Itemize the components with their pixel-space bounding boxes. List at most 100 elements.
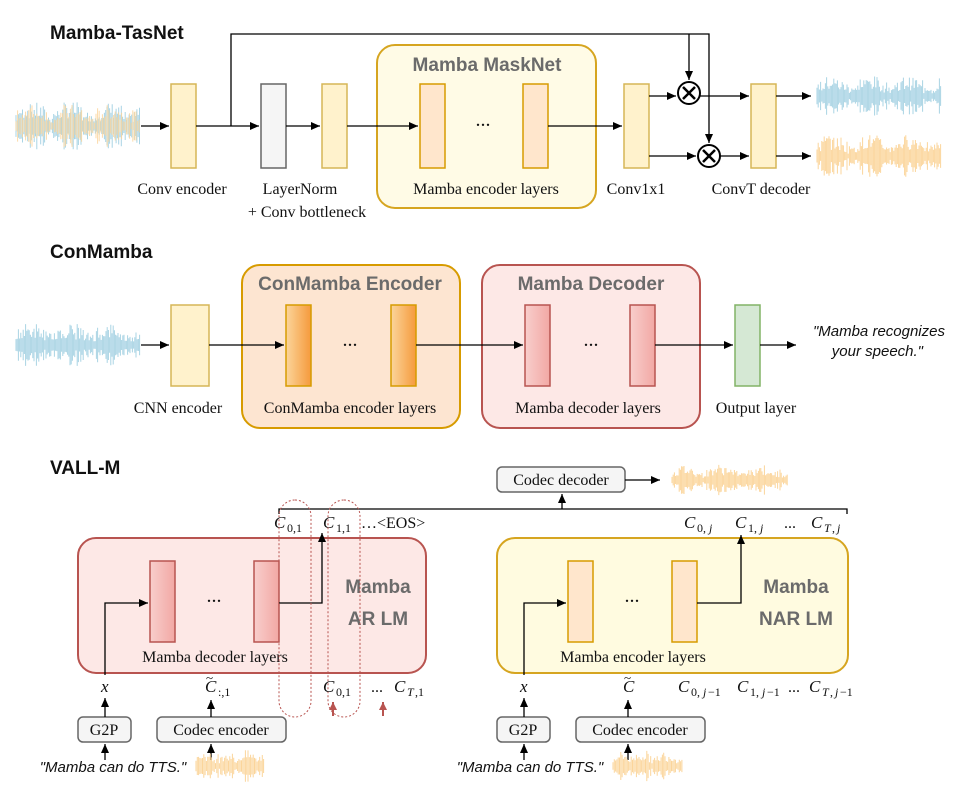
label-output-layer: Output layer	[716, 400, 797, 417]
ar-lm-title-line1: Mamba	[345, 577, 411, 598]
codec-encoder-box-ar	[156, 716, 287, 743]
conv-encoder-block	[170, 83, 197, 169]
convt-decoder-block	[750, 83, 777, 169]
masknet-title: Mamba MaskNet	[413, 55, 563, 76]
ar-loop-c11	[327, 499, 361, 718]
label-layernorm: LayerNorm	[263, 181, 338, 198]
nar-input-x: x	[519, 677, 528, 696]
ar-ellipsis: ...	[207, 585, 222, 607]
svg-text:C: C	[811, 513, 823, 532]
ar-input-x: x	[100, 677, 109, 696]
svg-text:j: j	[707, 521, 713, 535]
token-eos: …<EOS>	[361, 515, 425, 532]
prompt-waveform-ar	[195, 750, 265, 782]
tts-output-waveform	[671, 464, 788, 496]
svg-text:C: C	[274, 513, 286, 532]
token-ellipsis-top: ...	[784, 515, 796, 532]
svg-text:j: j	[758, 521, 764, 535]
svg-text:~: ~	[624, 670, 631, 685]
label-g2p-nar: G2P	[509, 722, 538, 739]
masknet-layer-first	[419, 83, 446, 169]
svg-text:,: ,	[832, 521, 835, 535]
svg-text:j: j	[833, 685, 839, 699]
mamba-decoder-title: Mamba Decoder	[518, 274, 665, 295]
nar-lm-title-line1: Mamba	[763, 577, 829, 598]
codec-encoder-box-nar	[575, 716, 706, 743]
svg-text:1,1: 1,1	[336, 521, 351, 535]
input-waveform-speech	[15, 324, 141, 366]
label-g2p-ar: G2P	[90, 722, 119, 739]
svg-text:0,: 0,	[691, 685, 700, 699]
label-conv1x1: Conv1x1	[607, 181, 666, 198]
ar-layer-last	[253, 560, 280, 643]
svg-text:,1: ,1	[415, 685, 424, 699]
ar-lm-title-line2: AR LM	[348, 609, 408, 630]
label-ar-decoder-layers: Mamba decoder layers	[142, 649, 288, 666]
svg-text:0,1: 0,1	[336, 685, 351, 699]
svg-text:1,: 1,	[750, 685, 759, 699]
svg-text:0,: 0,	[697, 521, 706, 535]
nar-lm-title-line2: NAR LM	[759, 609, 833, 630]
multiply-node-top	[677, 81, 701, 105]
arrow-x-into-nar	[523, 599, 566, 675]
ar-loop-c01	[278, 499, 312, 718]
asr-output-text-line1: "Mamba recognizes	[813, 323, 946, 340]
nar-ellipsis: ...	[625, 585, 640, 607]
section-title-tasnet: Mamba-TasNet	[50, 23, 184, 44]
nar-layer-last	[671, 560, 698, 643]
svg-text:C: C	[735, 513, 747, 532]
label-conv-encoder: Conv encoder	[137, 181, 227, 198]
section-title-vallm: VALL-M	[50, 458, 120, 479]
section-title-conmamba: ConMamba	[50, 242, 153, 263]
conmamba-layer-first	[285, 304, 312, 387]
label-codec-decoder: Codec decoder	[513, 472, 609, 489]
svg-text:C: C	[205, 677, 217, 696]
input-waveform-mixture	[15, 102, 140, 150]
svg-text:T: T	[824, 521, 832, 535]
svg-text:C: C	[323, 513, 335, 532]
label-nar-encoder-layers: Mamba encoder layers	[560, 649, 706, 666]
output-layer-block	[734, 304, 761, 387]
label-codec-encoder-ar: Codec encoder	[173, 722, 269, 739]
label-codec-encoder-nar: Codec encoder	[592, 722, 688, 739]
svg-text:C: C	[684, 513, 696, 532]
layernorm-block	[260, 83, 287, 169]
label-mamba-encoder-layers: Mamba encoder layers	[413, 181, 559, 198]
multiply-node-bottom	[697, 144, 721, 168]
label-decoder-layers: Mamba decoder layers	[515, 400, 661, 417]
ar-input-ctilde: C ~ :,1	[205, 670, 230, 699]
svg-text:C: C	[323, 677, 335, 696]
arrow-nar-to-token	[697, 535, 745, 604]
svg-text:1,: 1,	[748, 521, 757, 535]
conmamba-layer-last	[390, 304, 417, 387]
svg-text:j: j	[760, 685, 766, 699]
svg-text:C: C	[394, 677, 406, 696]
svg-text:−1: −1	[708, 685, 721, 699]
conv-bottleneck-block	[321, 83, 348, 169]
nar-input-ctilde: C ~	[623, 670, 635, 696]
svg-text:j: j	[701, 685, 707, 699]
masknet-layer-last	[522, 83, 549, 169]
label-conv-bottleneck: + Conv bottleneck	[248, 204, 366, 221]
nar-layer-first	[567, 560, 594, 643]
ar-layer-first	[149, 560, 176, 643]
masknet-ellipsis: ...	[476, 109, 491, 131]
svg-text:C: C	[678, 677, 690, 696]
ar-bottom-ellipsis: ...	[371, 679, 383, 696]
label-conmamba-layers: ConMamba encoder layers	[264, 400, 436, 417]
tts-input-text-ar: "Mamba can do TTS."	[40, 759, 187, 776]
prompt-waveform-nar	[612, 750, 683, 782]
label-convt-decoder: ConvT decoder	[712, 181, 811, 198]
decoder-ellipsis: ...	[584, 329, 599, 351]
svg-text:~: ~	[206, 670, 213, 685]
